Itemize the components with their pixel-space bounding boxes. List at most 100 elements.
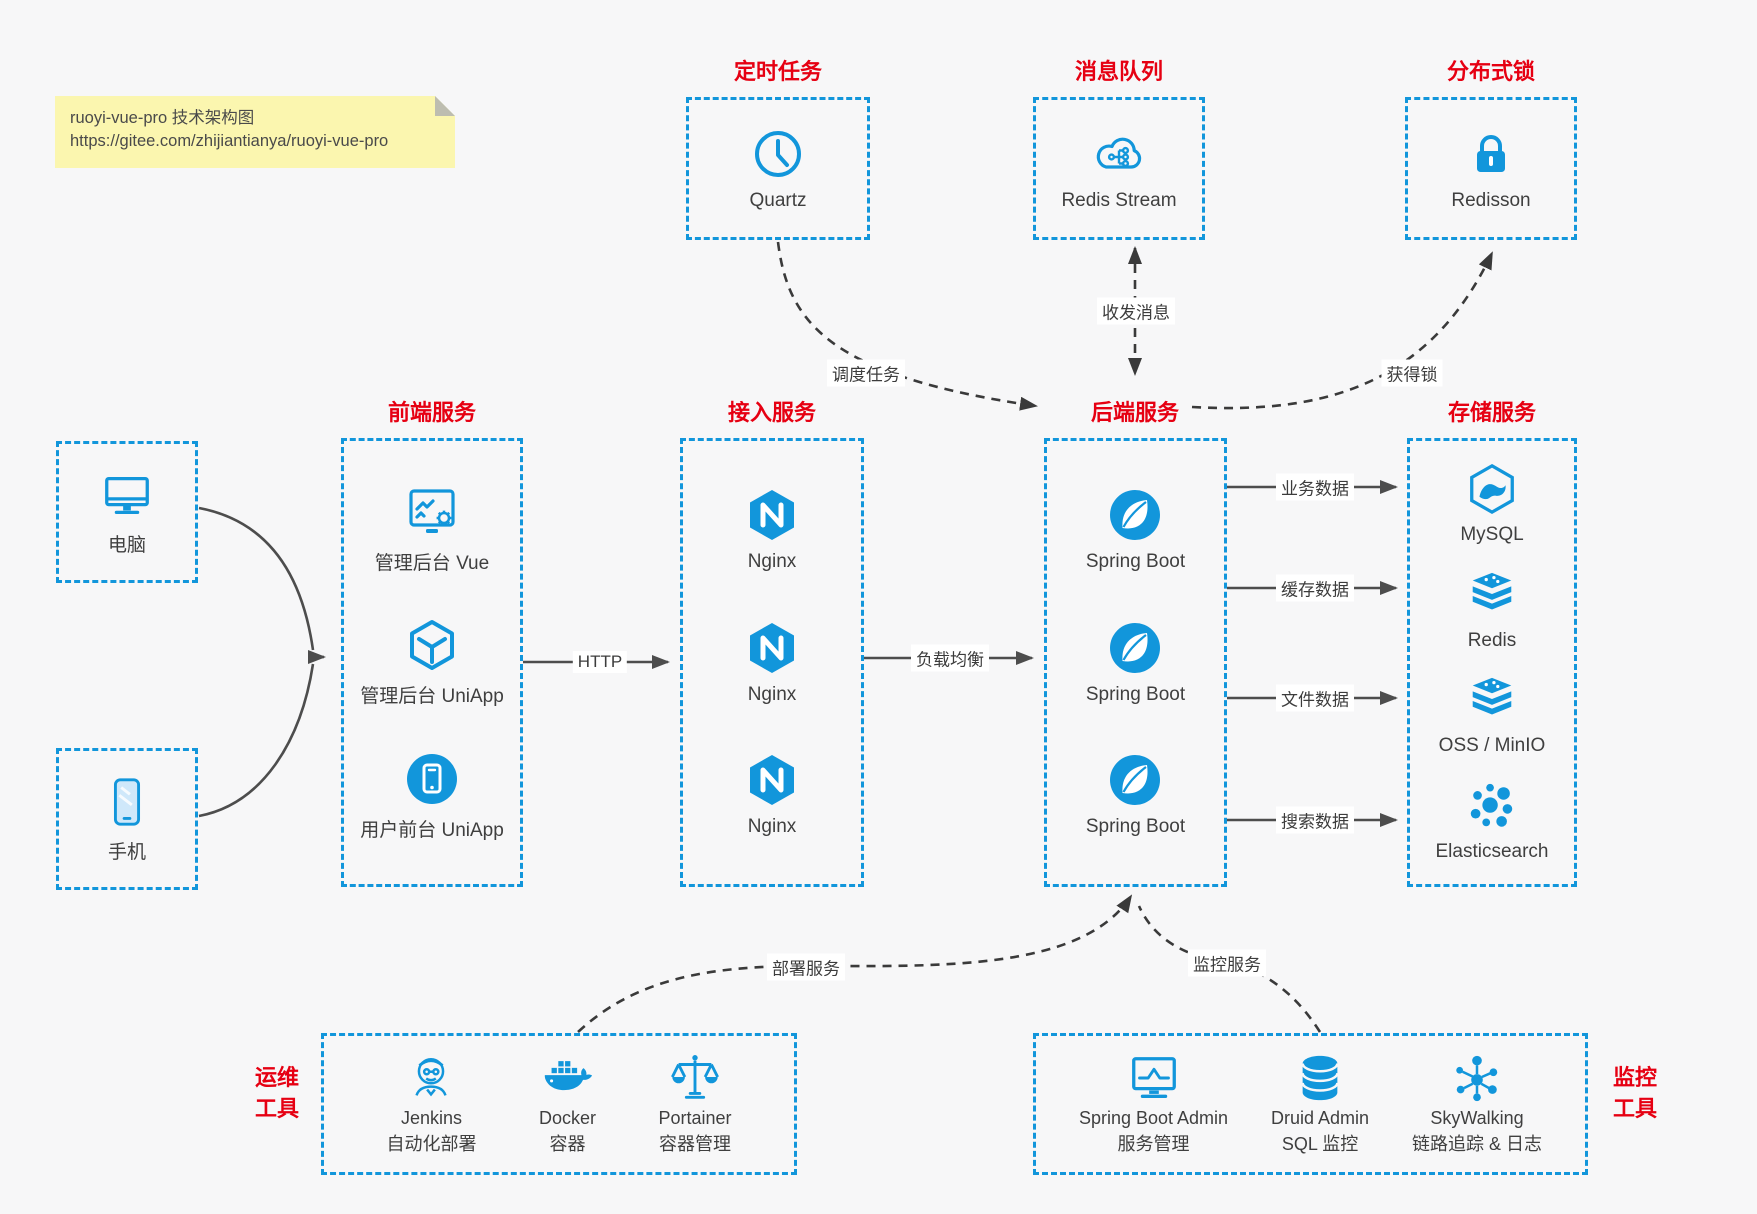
node-nginx-1: Nginx	[744, 487, 800, 573]
box-client-pc: 电脑	[56, 441, 198, 583]
jenkins-icon	[404, 1051, 458, 1105]
spring-boot-admin-icon	[1127, 1051, 1181, 1105]
note-title: ruoyi-vue-pro 技术架构图	[70, 109, 255, 127]
node-label: 用户前台 UniApp	[360, 819, 504, 841]
node-label: Spring Boot	[1085, 551, 1186, 573]
box-backend: Spring Boot Spring Boot Spring Boot	[1044, 438, 1227, 887]
node-label: Nginx	[747, 683, 797, 705]
edge-label-cache-data: 缓存数据	[1276, 574, 1354, 602]
node-spring-boot-1: Spring Boot	[1086, 487, 1185, 573]
druid-icon	[1293, 1051, 1347, 1105]
edge-label-schedule: 调度任务	[827, 359, 905, 387]
node-label: OSS / MinIO	[1438, 735, 1546, 757]
docker-icon	[540, 1051, 594, 1105]
node-elasticsearch: Elasticsearch	[1436, 779, 1549, 863]
node-label: Quartz	[749, 189, 807, 211]
sticky-note: ruoyi-vue-pro 技术架构图 https://gitee.com/zh…	[55, 96, 455, 168]
cloud-stream-icon	[1091, 126, 1147, 182]
edge-pc-to-frontend	[198, 506, 315, 651]
node-label: Spring Boot	[1085, 683, 1186, 705]
group-title-distributed-lock: 分布式锁	[1446, 59, 1536, 84]
edge-label-business-data: 业务数据	[1276, 473, 1354, 501]
node-label: Portainer	[658, 1108, 732, 1128]
desktop-icon	[100, 468, 154, 522]
box-gateway: Nginx Nginx Nginx	[680, 438, 864, 887]
edge-acquire-lock	[1191, 251, 1494, 410]
note-url: https://gitee.com/zhijiantianya/ruoyi-vu…	[70, 132, 389, 150]
node-label: Druid Admin	[1271, 1108, 1370, 1128]
redis-stack-icon	[1465, 568, 1519, 622]
clock-icon	[750, 126, 806, 182]
node-label: Redis	[1467, 629, 1517, 651]
lock-icon	[1463, 126, 1519, 182]
node-label: Elasticsearch	[1435, 840, 1549, 862]
node-user-uniapp: 用户前台 UniApp	[360, 751, 504, 842]
nginx-icon	[744, 487, 800, 543]
node-label: SkyWalking	[1430, 1108, 1524, 1128]
node-pc: 电脑	[100, 468, 154, 557]
admin-vue-icon	[404, 484, 460, 540]
group-title-scheduled-tasks: 定时任务	[733, 59, 823, 84]
group-title-frontend: 前端服务	[387, 400, 477, 425]
node-label: 管理后台 Vue	[374, 552, 490, 574]
edge-label-search-data: 搜索数据	[1276, 806, 1354, 834]
box-client-mobile: 手机	[56, 748, 198, 890]
node-label: Redis Stream	[1061, 189, 1177, 211]
spring-boot-icon	[1107, 620, 1163, 676]
node-sublabel: 容器	[549, 1134, 586, 1154]
node-docker: Docker 容器	[539, 1051, 596, 1157]
box-distributed-lock: Redisson	[1405, 97, 1577, 240]
box-message-queue: Redis Stream	[1033, 97, 1205, 240]
storage-stack-icon	[1465, 673, 1519, 727]
edge-deploy	[577, 894, 1133, 1033]
node-mysql: MySQL	[1460, 462, 1524, 546]
group-title-monitor-tools: 监控 工具	[1612, 1065, 1657, 1121]
box-scheduled-tasks: Quartz	[686, 97, 870, 240]
node-label: Nginx	[747, 551, 797, 573]
nginx-icon	[744, 620, 800, 676]
node-sublabel: 容器管理	[658, 1134, 731, 1154]
edge-label-monitor: 监控服务	[1188, 949, 1266, 977]
node-mobile: 手机	[100, 775, 154, 864]
node-druid-admin: Druid Admin SQL 监控	[1271, 1051, 1369, 1157]
node-label: 电脑	[107, 534, 146, 556]
portainer-icon	[668, 1051, 722, 1105]
box-ops-tools: Jenkins 自动化部署 Docker 容器	[321, 1033, 797, 1175]
box-storage: MySQL Redis OSS	[1407, 438, 1577, 887]
node-admin-vue: 管理后台 Vue	[375, 484, 489, 575]
edge-label-deploy: 部署服务	[767, 953, 845, 981]
node-label: Spring Boot Admin	[1078, 1108, 1229, 1128]
node-label: 手机	[107, 841, 146, 863]
edge-label-messaging: 收发消息	[1097, 297, 1175, 325]
node-nginx-2: Nginx	[744, 620, 800, 706]
edge-schedule	[776, 241, 1038, 411]
node-portainer: Portainer 容器管理	[658, 1051, 732, 1157]
node-sublabel: SQL 监控	[1281, 1134, 1359, 1154]
phone-icon	[100, 775, 154, 829]
edge-label-file-data: 文件数据	[1276, 684, 1354, 712]
node-sublabel: 自动化部署	[386, 1134, 477, 1154]
edge-label-load-balance: 负载均衡	[911, 644, 989, 672]
spring-boot-icon	[1107, 752, 1163, 808]
mysql-icon	[1465, 462, 1519, 516]
group-title-ops-tools: 运维 工具	[254, 1065, 299, 1121]
node-spring-boot-2: Spring Boot	[1086, 620, 1185, 706]
node-spring-boot-3: Spring Boot	[1086, 752, 1185, 838]
group-title-storage: 存储服务	[1447, 400, 1537, 425]
box-monitor-tools: Spring Boot Admin 服务管理 Druid Admin SQL 监…	[1033, 1033, 1588, 1175]
node-label: 管理后台 UniApp	[360, 686, 504, 707]
node-nginx-3: Nginx	[744, 752, 800, 838]
group-title-gateway: 接入服务	[727, 400, 817, 425]
group-title-backend: 后端服务	[1090, 400, 1180, 425]
edge-label-http: HTTP	[572, 651, 628, 673]
node-oss-minio: OSS / MinIO	[1438, 673, 1546, 757]
node-redis-stream: Redis Stream	[1061, 126, 1177, 212]
node-label: MySQL	[1460, 524, 1524, 546]
node-redisson: Redisson	[1451, 126, 1531, 212]
elasticsearch-icon	[1465, 779, 1519, 833]
box-frontend: 管理后台 Vue 管理后台 UniApp 用户前台 UniApp	[341, 438, 523, 887]
node-sublabel: 链路追踪 & 日志	[1412, 1134, 1543, 1154]
uniapp-cube-icon	[404, 617, 460, 673]
edge-mobile-to-frontend	[198, 663, 315, 818]
